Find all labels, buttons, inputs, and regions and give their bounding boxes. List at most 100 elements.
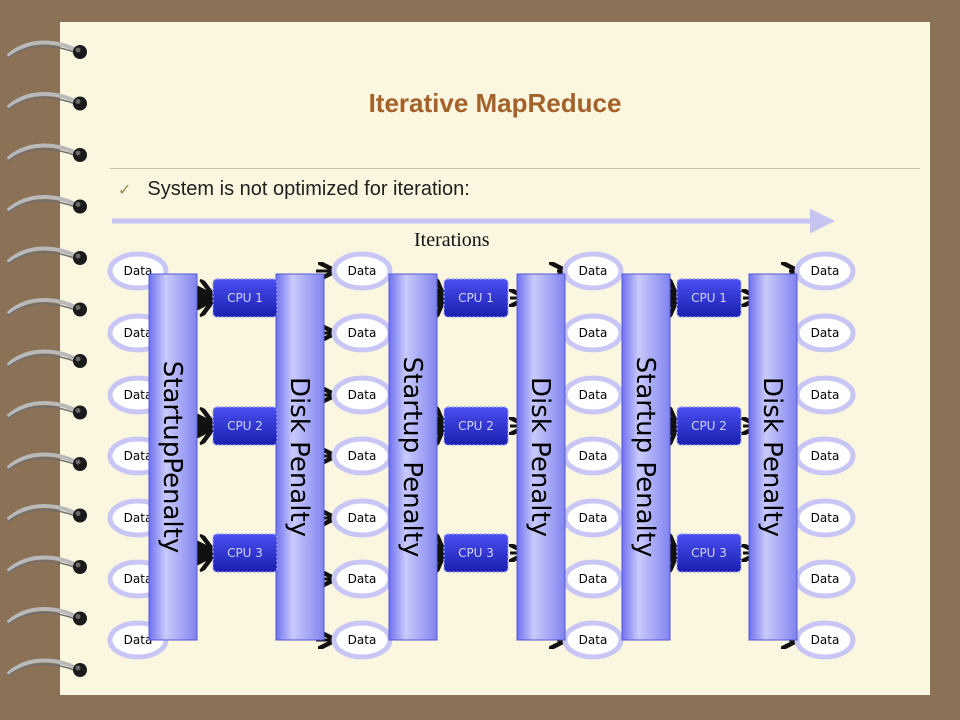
data-node: Data: [562, 251, 624, 291]
cpu-node: CPU 1: [676, 278, 742, 318]
data-node: Data: [562, 375, 624, 415]
cpu-node: CPU 3: [443, 533, 509, 573]
penalty-label: Disk Penalty: [284, 377, 314, 537]
cpu-label: CPU 2: [227, 419, 263, 433]
bullet-text: System is not optimized for iteration:: [147, 178, 470, 200]
data-label: Data: [579, 264, 608, 278]
data-node: Data: [794, 559, 856, 599]
binder-ring: [6, 195, 87, 214]
data-label: Data: [348, 388, 377, 402]
cpu-label: CPU 2: [458, 419, 494, 433]
data-node: Data: [794, 498, 856, 538]
cpu-label: CPU 1: [227, 291, 263, 305]
data-label: Data: [579, 326, 608, 340]
slide-title: Iterative MapReduce: [368, 88, 622, 118]
cpu-node: CPU 2: [676, 406, 742, 446]
data-node: Data: [562, 436, 624, 476]
cpu-node: CPU 3: [212, 533, 278, 573]
data-label: Data: [811, 633, 840, 647]
binder-ring: [6, 401, 87, 420]
iterations-label: Iterations: [414, 229, 490, 251]
data-label: Data: [124, 511, 153, 525]
startup-penalty-bar: Startup Penalty: [621, 273, 671, 641]
data-label: Data: [124, 326, 153, 340]
data-label: Data: [124, 449, 153, 463]
binder-ring: [6, 452, 87, 471]
data-node: Data: [331, 498, 393, 538]
startup-penalty-bar: Startup Penalty: [388, 273, 438, 641]
data-node: Data: [794, 313, 856, 353]
cpu-label: CPU 3: [691, 546, 727, 560]
title-divider: [110, 168, 920, 169]
binder-ring: [6, 298, 87, 317]
binder-ring: [6, 504, 87, 523]
data-node: Data: [562, 313, 624, 353]
data-label: Data: [348, 326, 377, 340]
cpu-node: CPU 2: [443, 406, 509, 446]
data-node: Data: [562, 620, 624, 660]
disk-penalty-bar: Disk Penalty: [516, 273, 566, 641]
data-label: Data: [579, 572, 608, 586]
binder-ring: [6, 555, 87, 574]
data-label: Data: [348, 449, 377, 463]
data-node: Data: [331, 559, 393, 599]
cpu-node: CPU 3: [676, 533, 742, 573]
disk-penalty-bar: Disk Penalty: [275, 273, 325, 641]
data-node: Data: [794, 436, 856, 476]
cpu-label: CPU 3: [227, 546, 263, 560]
data-node: Data: [331, 251, 393, 291]
data-node: Data: [331, 313, 393, 353]
data-label: Data: [811, 388, 840, 402]
data-label: Data: [579, 449, 608, 463]
binder-ring: [6, 246, 87, 265]
data-label: Data: [348, 572, 377, 586]
data-node: Data: [562, 559, 624, 599]
binder-ring: [6, 143, 87, 162]
data-label: Data: [348, 633, 377, 647]
data-label: Data: [579, 388, 608, 402]
data-node: Data: [794, 375, 856, 415]
data-label: Data: [124, 633, 153, 647]
disk-penalty-bar: Disk Penalty: [748, 273, 798, 641]
data-node: Data: [794, 251, 856, 291]
cpu-label: CPU 3: [458, 546, 494, 560]
data-label: Data: [811, 572, 840, 586]
data-node: Data: [331, 375, 393, 415]
cpu-label: CPU 1: [691, 291, 727, 305]
binder-ring: [6, 40, 87, 59]
data-label: Data: [811, 511, 840, 525]
data-label: Data: [124, 264, 153, 278]
bullet-item: ✓ System is not optimized for iteration:: [118, 178, 470, 201]
cpu-node: CPU 1: [212, 278, 278, 318]
binder-rings: [6, 40, 87, 677]
penalty-label: Startup Penalty: [397, 357, 427, 558]
startup-penalty-bar: StartupPenalty: [148, 273, 198, 641]
data-label: Data: [811, 326, 840, 340]
penalty-label: Disk Penalty: [757, 377, 787, 537]
data-label: Data: [579, 511, 608, 525]
data-label: Data: [124, 572, 153, 586]
data-label: Data: [348, 511, 377, 525]
penalty-label: StartupPenalty: [157, 361, 187, 553]
cpu-label: CPU 2: [691, 419, 727, 433]
penalty-label: Disk Penalty: [525, 377, 555, 537]
data-label: Data: [579, 633, 608, 647]
data-node: Data: [562, 498, 624, 538]
data-node: Data: [331, 620, 393, 660]
binder-ring: [6, 607, 87, 626]
checkmark-icon: ✓: [118, 182, 132, 199]
data-node: Data: [794, 620, 856, 660]
data-label: Data: [124, 388, 153, 402]
cpu-node: CPU 2: [212, 406, 278, 446]
cpu-node: CPU 1: [443, 278, 509, 318]
cpu-label: CPU 1: [458, 291, 494, 305]
binder-ring: [6, 658, 87, 677]
binder-ring: [6, 92, 87, 111]
penalty-label: Startup Penalty: [630, 357, 660, 558]
data-node: Data: [331, 436, 393, 476]
data-label: Data: [348, 264, 377, 278]
data-label: Data: [811, 449, 840, 463]
binder-ring: [6, 349, 87, 368]
data-label: Data: [811, 264, 840, 278]
